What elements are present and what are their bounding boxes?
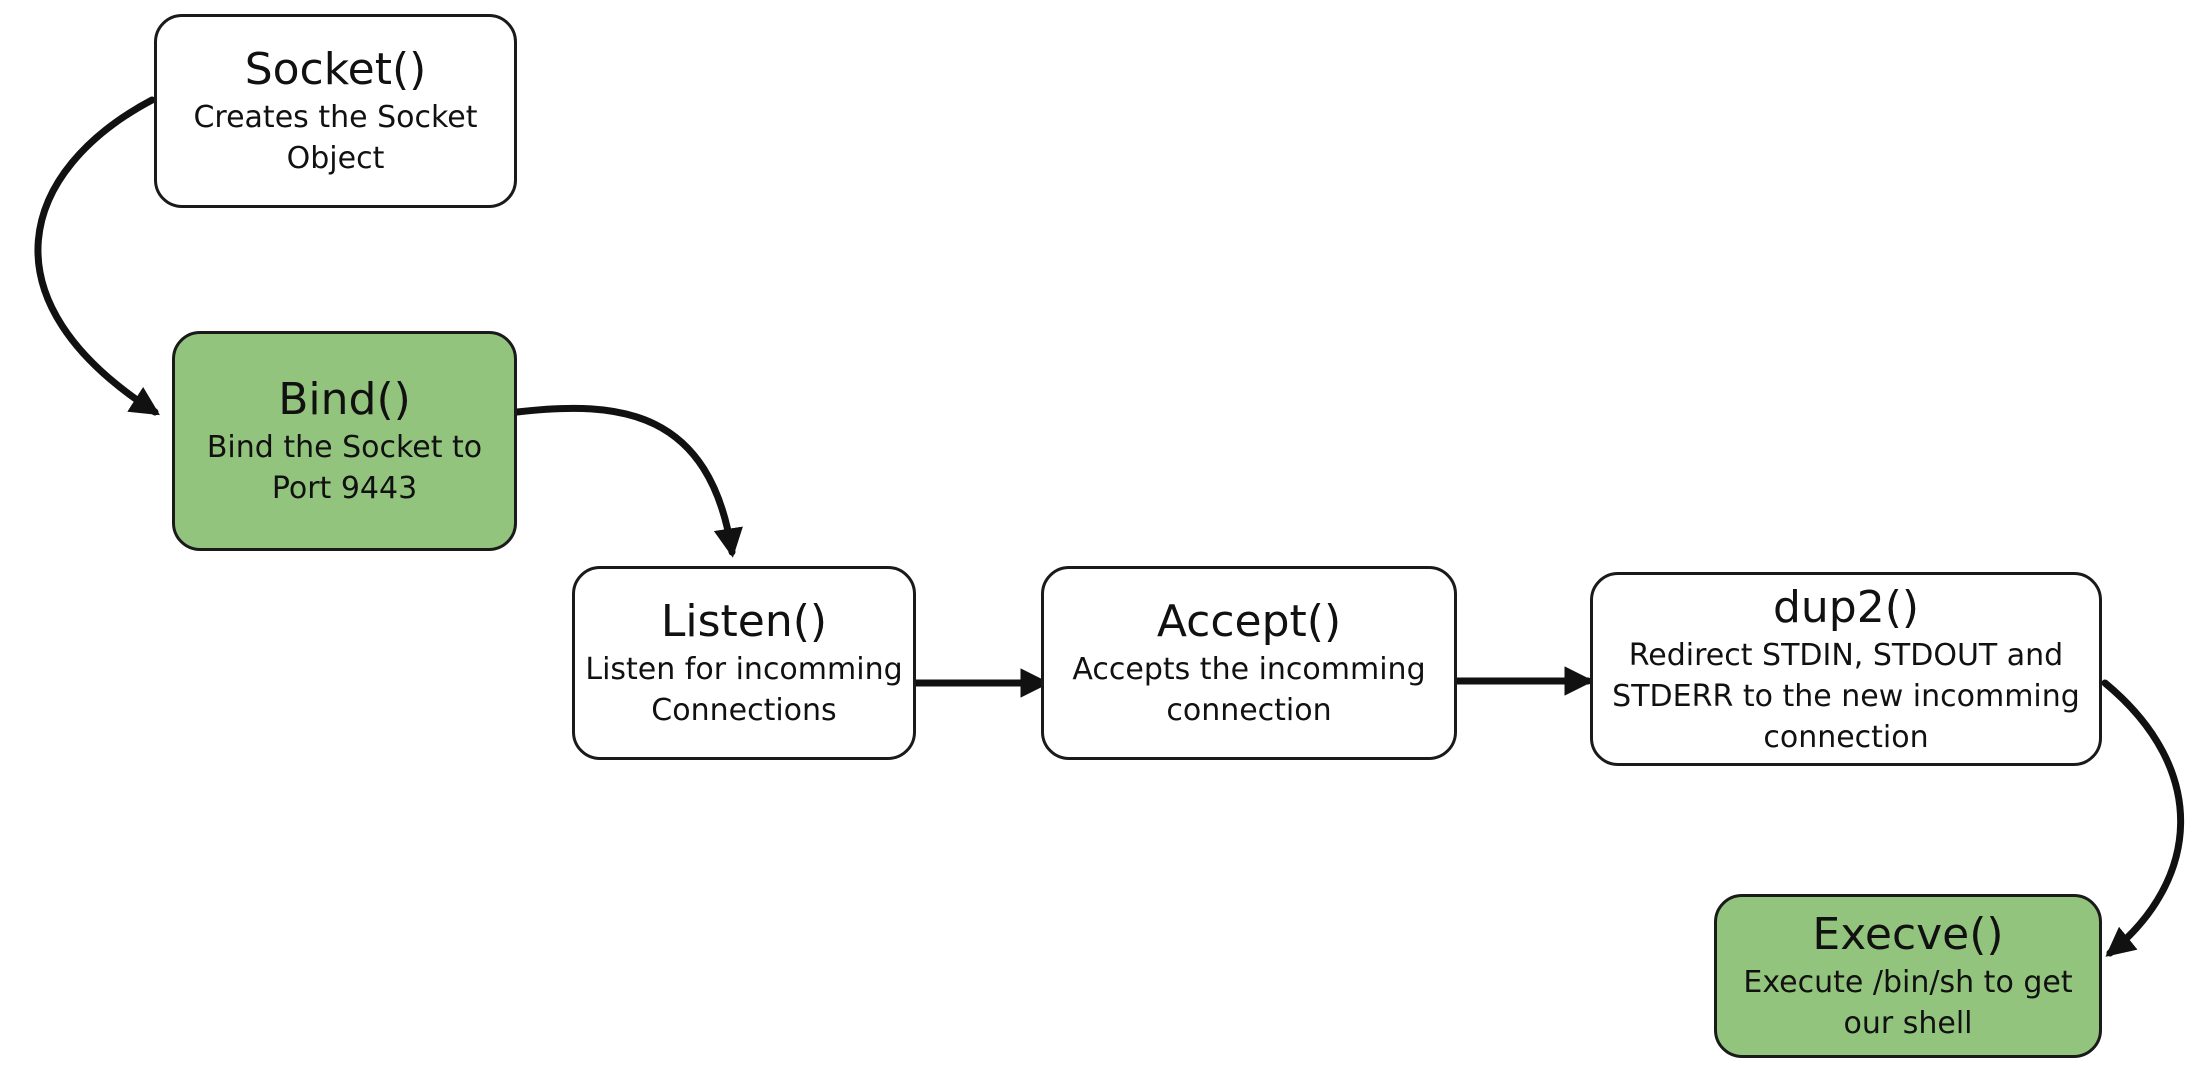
node-execve-description: Execute /bin/sh to get our shell (1743, 965, 2073, 1041)
node-bind: Bind() Bind the Socket to Port 9443 (172, 331, 517, 551)
edge-dup2-execve (2101, 679, 2185, 957)
edge-socket-bind (34, 96, 160, 416)
node-dup2: dup2() Redirect STDIN, STDOUT and STDERR… (1590, 572, 2102, 766)
node-accept-description: Accepts the incomming connection (1072, 652, 1426, 728)
node-accept-title: Accept() (1156, 596, 1342, 647)
node-execve: Execve() Execute /bin/sh to get our shel… (1714, 894, 2102, 1058)
node-listen-description: Listen for incomming Connections (585, 652, 903, 728)
node-bind-title: Bind() (278, 374, 411, 425)
node-dup2-title: dup2() (1772, 581, 1920, 633)
edge-bind-listen (513, 404, 743, 558)
node-accept: Accept() Accepts the incomming connectio… (1041, 566, 1457, 760)
node-listen: Listen() Listen for incomming Connection… (572, 566, 916, 760)
node-socket-title: Socket() (244, 44, 427, 95)
node-socket: Socket() Creates the Socket Object (154, 14, 517, 208)
node-dup2-description: Redirect STDIN, STDOUT and STDERR to the… (1612, 637, 2080, 755)
node-socket-description: Creates the Socket Object (193, 100, 478, 176)
node-listen-title: Listen() (660, 596, 828, 647)
node-bind-description: Bind the Socket to Port 9443 (206, 430, 483, 506)
node-execve-title: Execve() (1812, 909, 2004, 960)
